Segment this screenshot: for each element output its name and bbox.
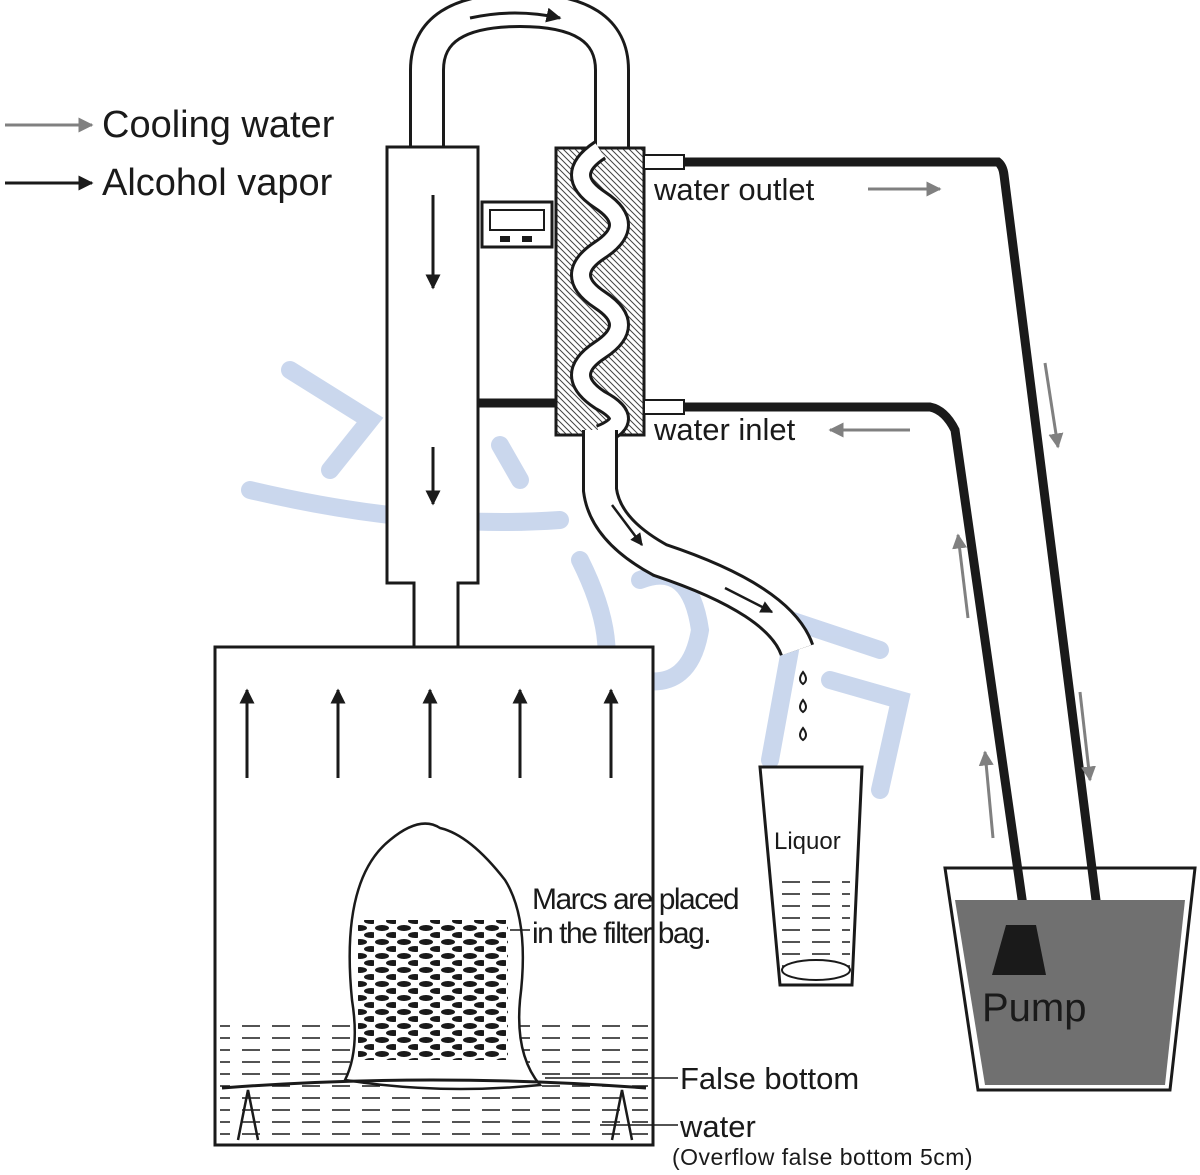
marcs [358, 920, 508, 1060]
vapor-flow-arrow [469, 7, 562, 23]
false-bottom-label: False bottom [680, 1061, 860, 1096]
liquor-glass [758, 765, 864, 987]
water-bucket [943, 866, 1197, 1092]
outlet-hose [684, 157, 1120, 1051]
marcs-note-line2: in the filter bag. [532, 917, 712, 950]
false-bottom [221, 1078, 647, 1090]
water-outlet-label: water outlet [654, 172, 815, 207]
liquor-droplets [799, 670, 807, 742]
legend-cooling-water: Cooling water [102, 104, 335, 146]
pump [992, 925, 1046, 975]
liquor-label: Liquor [774, 828, 841, 855]
inlet-hose [684, 402, 1030, 921]
condenser [554, 140, 646, 446]
water-label: water [680, 1109, 756, 1144]
legend-alcohol-vapor: Alcohol vapor [102, 162, 333, 204]
vapor-rise-arrows [239, 688, 619, 778]
overflow-note: (Overflow false bottom 5cm) [672, 1144, 974, 1170]
pump-label: Pump [982, 986, 1087, 1030]
marcs-note-line1: Marcs are placed [532, 883, 740, 916]
thermometer-display [480, 200, 554, 249]
water-inlet-label: water inlet [654, 412, 796, 447]
